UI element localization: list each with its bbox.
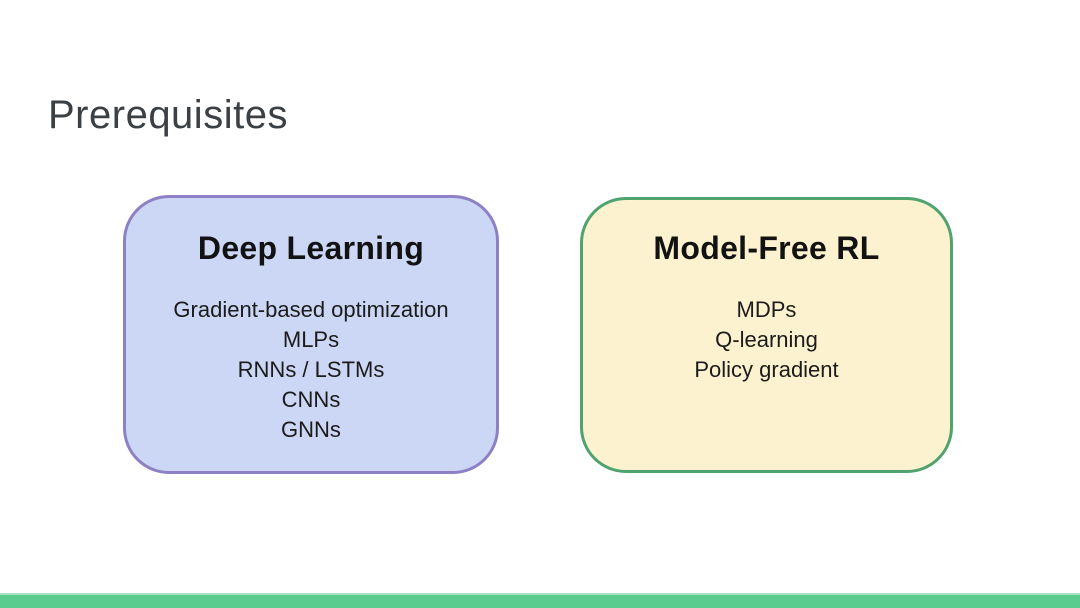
list-item: MLPs [282,327,340,352]
list-item: Gradient-based optimization [173,297,449,322]
card-model-free-rl-list: MDPs Q-learning Policy gradient [694,295,838,385]
page-title: Prerequisites [48,92,288,137]
card-deep-learning-title: Deep Learning [197,230,425,266]
list-item: CNNs [281,387,341,412]
card-model-free-rl-title: Model-Free RL [653,230,880,266]
list-item: Policy gradient [694,357,839,382]
bottom-accent-bar [0,593,1080,608]
card-deep-learning-list: Gradient-based optimization MLPs RNNs / … [173,295,448,445]
list-item: GNNs [281,417,341,442]
list-item: Q-learning [715,327,818,352]
list-item: RNNs / LSTMs [237,357,385,382]
list-item: MDPs [736,297,797,322]
card-deep-learning: Deep Learning Gradient-based optimizatio… [123,195,499,474]
card-model-free-rl: Model-Free RL MDPs Q-learning Policy gra… [580,197,953,473]
